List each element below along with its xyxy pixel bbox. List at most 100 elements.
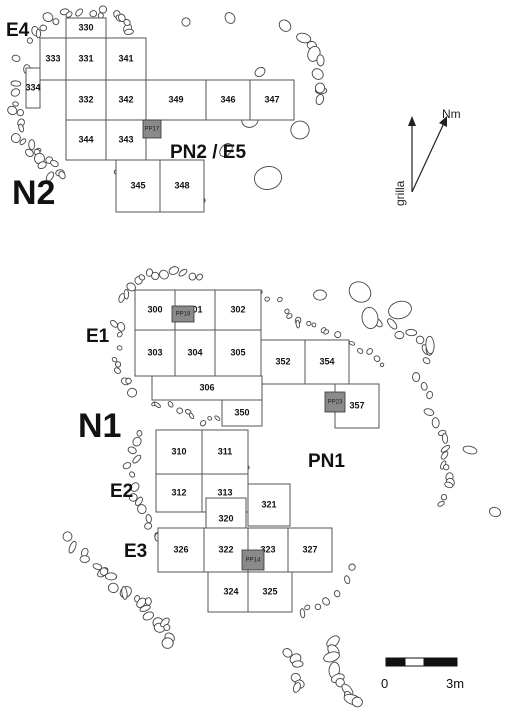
n1-cell-326 xyxy=(157,527,205,573)
label-e3: E3 xyxy=(124,541,147,562)
highlight-label-pp14: PP14 xyxy=(246,558,261,564)
stone xyxy=(348,281,372,303)
stone xyxy=(132,454,142,464)
stone xyxy=(7,105,18,116)
stone xyxy=(128,493,138,502)
n1-cell-label-306: 306 xyxy=(199,382,214,392)
n1-cell-label-302: 302 xyxy=(230,304,245,314)
scale-end-label: 3m xyxy=(446,676,464,691)
label-e2: E2 xyxy=(110,481,133,502)
n1-cell-354 xyxy=(304,339,350,385)
n2-cell-348 xyxy=(159,159,205,213)
scale-start-label: 0 xyxy=(381,676,388,691)
stone xyxy=(35,28,42,39)
highlight-label-pp23: PP23 xyxy=(328,400,343,406)
n2-cell-label-332: 332 xyxy=(78,94,93,104)
n2-cell-label-344: 344 xyxy=(78,134,93,144)
n2-cell-label-331: 331 xyxy=(78,53,93,63)
stone xyxy=(286,313,293,319)
stone xyxy=(315,93,325,106)
stone xyxy=(334,331,342,339)
stone xyxy=(37,161,47,170)
stone xyxy=(333,590,341,598)
stone xyxy=(26,37,33,44)
stone xyxy=(440,444,451,453)
n1-cell-label-312: 312 xyxy=(171,487,186,497)
n1-cell-321 xyxy=(247,483,291,527)
stone xyxy=(313,289,327,301)
n1-cell-306 xyxy=(151,375,263,401)
stone xyxy=(351,696,363,708)
stone xyxy=(379,362,385,368)
north-label: Nm xyxy=(442,107,461,121)
n1-cell-label-325: 325 xyxy=(262,586,277,596)
stone xyxy=(426,390,434,400)
stone xyxy=(153,401,161,409)
scale-segment-1 xyxy=(385,657,406,667)
stone xyxy=(304,604,311,611)
n1-cell-325 xyxy=(247,571,293,613)
stone xyxy=(28,139,36,151)
n2-cell-344 xyxy=(65,119,107,161)
n1-cell-label-313: 313 xyxy=(217,487,232,497)
stone xyxy=(163,623,171,631)
stone xyxy=(16,109,24,117)
stone xyxy=(137,504,147,515)
stone xyxy=(10,88,21,97)
stone xyxy=(122,462,132,470)
n1-cell-327 xyxy=(287,527,333,573)
stone xyxy=(254,166,282,190)
n1-cell-352 xyxy=(260,339,306,385)
stone xyxy=(39,24,48,32)
stone xyxy=(25,148,34,158)
stone xyxy=(311,322,317,328)
stone xyxy=(316,54,325,67)
highlight-label-pp18: PP18 xyxy=(176,312,191,318)
stone xyxy=(89,10,98,18)
grid-arrow-head xyxy=(408,116,416,126)
n1-cell-350 xyxy=(221,399,263,427)
stone xyxy=(125,377,132,385)
highlight-label-pp17: PP17 xyxy=(145,127,160,133)
stone xyxy=(136,597,147,608)
stone xyxy=(178,268,188,277)
stone xyxy=(348,341,356,346)
stone xyxy=(121,586,128,600)
n2-cell-label-348: 348 xyxy=(174,180,189,190)
stone xyxy=(420,382,428,391)
n1-cell-304 xyxy=(174,329,216,377)
stone xyxy=(127,446,137,455)
stone xyxy=(188,272,197,281)
stone xyxy=(123,18,131,26)
stone xyxy=(139,604,151,612)
stone xyxy=(116,331,123,338)
stone xyxy=(127,387,138,398)
stone xyxy=(373,355,381,362)
stone xyxy=(118,293,126,303)
stone xyxy=(444,481,454,489)
n2-cell-349 xyxy=(145,79,207,121)
stone xyxy=(132,436,142,447)
label-e1: E1 xyxy=(86,326,110,347)
scale-segment-3 xyxy=(423,657,458,667)
stone xyxy=(159,269,169,280)
stone xyxy=(188,412,195,419)
n1-cell-label-350: 350 xyxy=(234,407,249,417)
stone xyxy=(440,451,449,460)
stone xyxy=(11,54,21,62)
stone xyxy=(441,433,449,444)
stone xyxy=(412,372,421,383)
stone xyxy=(145,514,152,524)
stone xyxy=(425,335,435,355)
stone xyxy=(12,101,19,107)
stone xyxy=(144,597,152,606)
stone xyxy=(105,572,118,581)
n2-cell-label-342: 342 xyxy=(118,94,133,104)
stone xyxy=(323,651,340,663)
stone xyxy=(18,123,25,133)
n1-cell-300 xyxy=(134,289,176,331)
stone xyxy=(19,138,27,146)
n2-cell-label-333: 333 xyxy=(45,53,60,63)
label-pn2-e5: PN2 / E5 xyxy=(170,142,246,163)
